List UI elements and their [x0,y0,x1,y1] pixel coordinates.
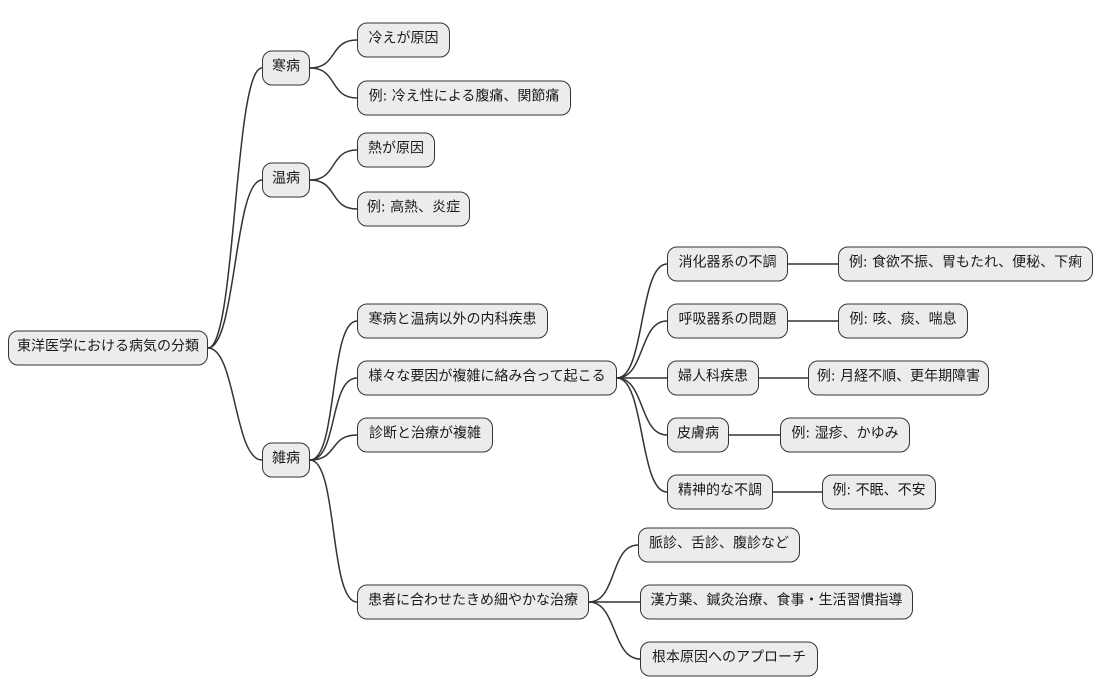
node-mental: 精神的な不調 [667,474,773,510]
edge-misc-diagnosis [309,434,358,461]
node-kampo-treatment: 漢方薬、鍼灸治療、食事・生活習慣指導 [640,584,913,620]
node-gynecology-example: 例: 月経不順、更年期障害 [808,360,989,396]
node-digestive-example: 例: 食欲不振、胃もたれ、便秘、下痢 [838,246,1093,282]
edge-root-cold [207,67,263,349]
edge-warm-cause [309,149,358,181]
edge-warm-example [309,179,358,210]
node-respiratory-example: 例: 咳、痰、喘息 [838,303,968,339]
edge-treatment-rootcause [588,601,641,660]
node-pulse-diagnosis: 脈診、舌診、腹診など [638,527,800,563]
node-misc-internal: 寒病と温病以外の内科疾患 [357,303,548,339]
edge-factors-skin [616,377,668,436]
node-warm-cause: 熱が原因 [357,132,435,168]
edge-misc-treatment [309,459,358,603]
node-misc-treatment: 患者に合わせたきめ細やかな治療 [357,584,589,620]
edge-root-misc [207,347,263,461]
edge-misc-factors [309,377,358,461]
node-warm-disease: 温病 [262,162,310,198]
edge-treatment-pulse [588,544,639,603]
edge-factors-mental [616,377,668,493]
edge-misc-internal [309,320,358,461]
node-misc-factors: 様々な要因が複雑に絡み合って起こる [357,360,617,396]
node-skin: 皮膚病 [667,417,729,453]
node-digestive: 消化器系の不調 [667,246,788,282]
node-skin-example: 例: 湿疹、かゆみ [780,417,910,453]
edge-cold-example [309,67,358,99]
edge-factors-digestive [616,263,668,379]
node-cold-disease: 寒病 [262,50,310,86]
edge-root-warm [207,179,263,349]
edge-factors-respiratory [616,320,668,379]
node-root: 東洋医学における病気の分類 [8,330,208,366]
node-misc-diagnosis: 診断と治療が複雑 [357,417,493,453]
node-root-cause: 根本原因へのアプローチ [640,641,818,677]
edge-cold-cause [309,39,358,69]
node-respiratory: 呼吸器系の問題 [667,303,788,339]
node-mental-example: 例: 不眠、不安 [822,474,936,510]
edges [207,39,839,660]
node-cold-cause: 冷えが原因 [357,22,450,58]
node-gynecology: 婦人科疾患 [667,360,759,396]
node-cold-example: 例: 冷え性による腹痛、関節痛 [357,80,571,116]
node-warm-example: 例: 高熱、炎症 [357,191,470,227]
node-misc-disease: 雑病 [262,442,310,478]
